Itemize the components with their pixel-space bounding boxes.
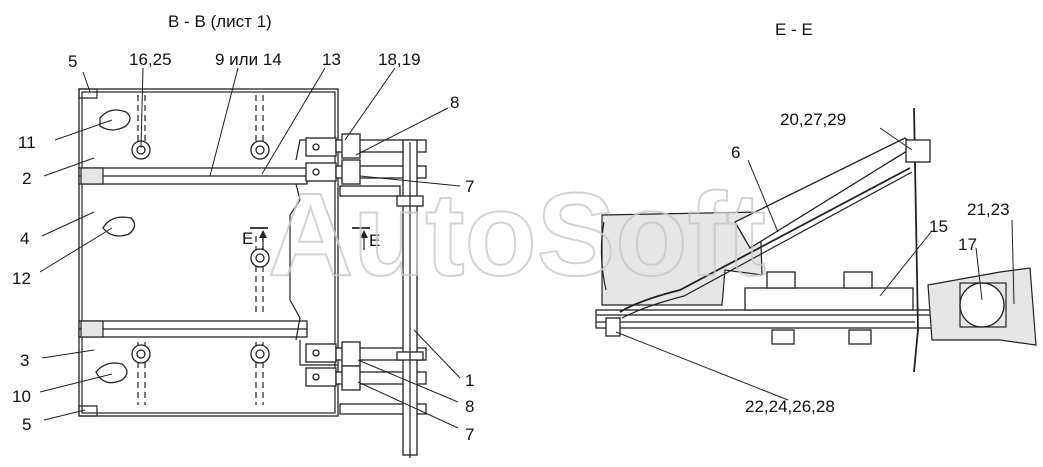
leader-lines: [39, 67, 1015, 429]
upper-rail-end: [80, 167, 104, 185]
callout-21-23: 21,23: [967, 200, 1010, 219]
left-assembly-view: E E: [78, 88, 427, 458]
left-view-title: B - B (лист 1): [168, 12, 272, 31]
callout-13: 13: [322, 50, 341, 69]
pin-17: [959, 282, 1005, 328]
callout-17: 17: [958, 235, 977, 254]
section-mark-right: E: [352, 227, 380, 250]
callout-1: 1: [465, 371, 474, 390]
bolt-22: [605, 317, 621, 337]
callout-18-19: 18,19: [378, 50, 421, 69]
callout-11: 11: [18, 133, 36, 152]
callout-5-bottom: 5: [22, 415, 31, 434]
shaft-1: [396, 139, 424, 458]
callout-8-top: 8: [450, 93, 459, 112]
callout-7-bottom: 7: [465, 425, 474, 444]
callout-10: 10: [12, 387, 31, 406]
plate-15: [744, 287, 914, 311]
svg-text:E: E: [242, 229, 253, 248]
frame-inner: [81, 91, 336, 414]
svg-text:E: E: [369, 231, 380, 250]
right-section-view: [595, 107, 1037, 373]
opening-11: [99, 109, 131, 131]
corner-tab-top: [78, 88, 98, 99]
bolt-20-27-29: [905, 139, 931, 163]
main-plate: [595, 309, 937, 329]
callout-2: 2: [22, 169, 31, 188]
callout-15: 15: [929, 217, 948, 236]
callout-4: 4: [20, 229, 29, 248]
callout-12: 12: [12, 269, 31, 288]
callout-labels: 5 16,25 9 или 14 13 18,19 8 11 2 7 4 12 …: [12, 50, 1010, 444]
callout-6: 6: [731, 143, 740, 162]
callout-9-14: 9 или 14: [215, 50, 282, 69]
watermark: AutoSoft: [268, 169, 766, 301]
callout-8-bottom: 8: [465, 397, 474, 416]
hinge-lower: [305, 341, 427, 415]
frame-outline: [78, 88, 339, 417]
callout-22-24-26-28: 22,24,26,28: [745, 397, 835, 416]
opening-10: [95, 362, 128, 384]
callout-5-top: 5: [68, 52, 77, 71]
callout-20-27-29: 20,27,29: [780, 110, 846, 129]
right-view-title: E - E: [775, 20, 813, 39]
callout-16-25: 16,25: [129, 50, 172, 69]
section-mark-left: E: [242, 227, 268, 250]
callout-7-top: 7: [465, 177, 474, 196]
callout-3: 3: [20, 351, 29, 370]
opening-12: [102, 216, 136, 237]
lower-rail-end: [80, 320, 104, 338]
